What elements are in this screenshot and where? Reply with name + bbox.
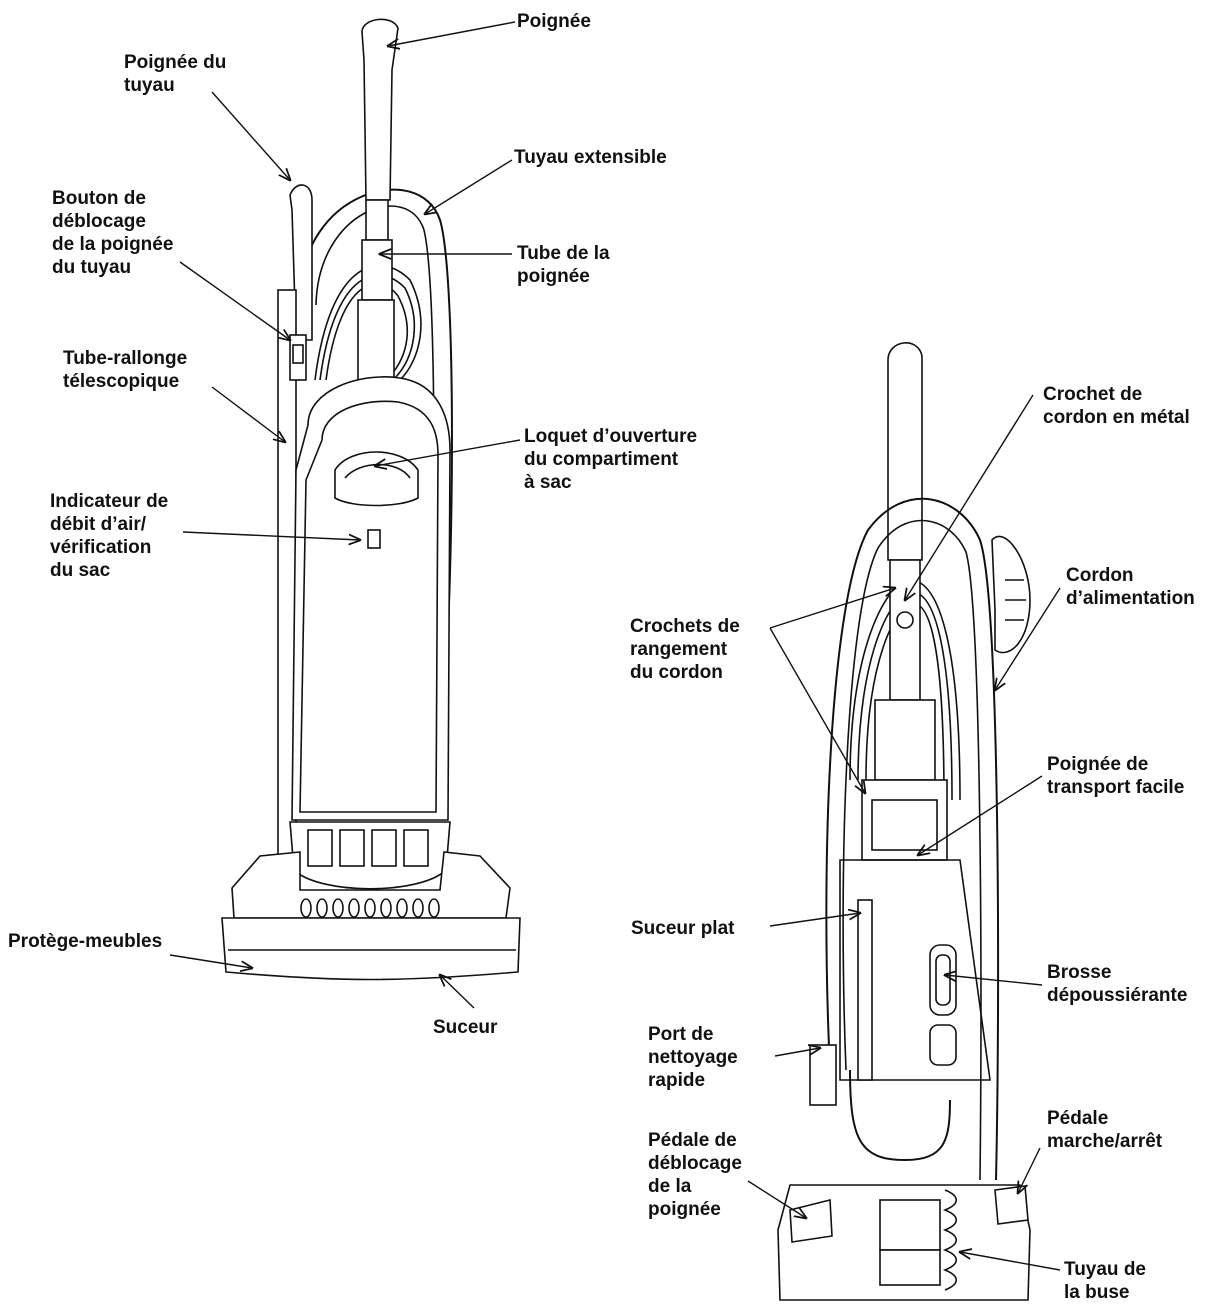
label-line: Suceur	[433, 1017, 498, 1038]
label-suceur-plat: Suceur plat	[631, 917, 734, 940]
label-line: Poignée de	[1047, 754, 1149, 775]
label-line: de la poignée	[52, 234, 174, 255]
label-line: Brosse	[1047, 962, 1112, 983]
label-line: Tube-rallonge	[63, 348, 188, 369]
leader-crochets-rangement-2	[769, 627, 865, 793]
label-protege-meubles: Protège-meubles	[8, 930, 162, 953]
label-line: Port de	[648, 1024, 714, 1045]
label-line: Poignée du	[124, 52, 227, 73]
label-line: Crochets de	[630, 616, 740, 637]
leader-suceur-plat	[769, 913, 860, 927]
label-line: télescopique	[63, 371, 180, 392]
label-line: marche/arrêt	[1047, 1131, 1163, 1152]
label-line: Pédale de	[648, 1130, 737, 1151]
leader-crochets-rangement-1	[769, 588, 895, 629]
leader-pedale-marche	[1018, 1147, 1041, 1193]
leader-tuyau-buse	[960, 1252, 1061, 1271]
label-line: Cordon	[1066, 565, 1134, 586]
label-line: Tube de la	[517, 243, 610, 264]
label-line: Protège-meubles	[8, 931, 163, 952]
label-line: transport facile	[1047, 777, 1185, 798]
label-poignee: Poignée	[517, 10, 591, 33]
label-line: poignée	[648, 1199, 721, 1220]
label-line: Loquet d’ouverture	[524, 426, 698, 447]
leader-lines	[169, 21, 1061, 1271]
label-suceur: Suceur	[433, 1016, 497, 1039]
label-line: du sac	[50, 560, 111, 581]
label-line: du cordon	[630, 662, 723, 683]
vacuum-back-view	[777, 342, 1031, 1301]
leader-protege-meubles	[169, 954, 252, 968]
label-line: la buse	[1064, 1282, 1130, 1303]
label-tuyau-extensible: Tuyau extensible	[514, 146, 667, 169]
label-line: Crochet de	[1043, 384, 1143, 405]
leader-loquet	[375, 439, 521, 466]
label-line: nettoyage	[648, 1047, 738, 1068]
leader-suceur	[440, 975, 475, 1009]
label-line: Indicateur de	[50, 491, 169, 512]
label-line: rapide	[648, 1070, 706, 1091]
leader-poignee-transport	[918, 775, 1043, 855]
label-line: Pédale	[1047, 1108, 1109, 1129]
label-line: d’alimentation	[1066, 588, 1195, 609]
label-line: poignée	[517, 266, 590, 287]
leader-tuyau-extensible	[425, 159, 513, 214]
leader-poignee-tuyau	[211, 91, 290, 180]
label-line: Poignée	[517, 11, 591, 32]
label-line: du compartiment	[524, 449, 679, 470]
label-line: rangement	[630, 639, 728, 660]
label-line: Tuyau extensible	[514, 147, 667, 168]
label-line: dépoussiérante	[1047, 985, 1188, 1006]
label-line: tuyau	[124, 75, 175, 96]
label-line: Bouton de	[52, 188, 146, 209]
leader-brosse	[945, 975, 1043, 986]
label-line: cordon en métal	[1043, 407, 1190, 428]
leader-port-nettoyage	[774, 1048, 820, 1057]
leader-pedale-deblocage	[747, 1180, 806, 1218]
label-line: déblocage	[648, 1153, 742, 1174]
label-line: du tuyau	[52, 257, 132, 278]
leader-poignee	[388, 21, 516, 46]
label-line: Tuyau de	[1064, 1259, 1146, 1280]
leader-crochet-metal	[905, 394, 1034, 600]
label-line: à sac	[524, 472, 572, 493]
label-line: déblocage	[52, 211, 146, 232]
leader-cordon-alim	[995, 587, 1061, 690]
label-line: vérification	[50, 537, 152, 558]
label-line: Suceur plat	[631, 918, 735, 939]
leader-indicateur	[182, 531, 360, 540]
vacuum-front-view	[221, 18, 521, 981]
label-line: de la	[648, 1176, 692, 1197]
leader-tube-rallonge	[211, 386, 285, 442]
leader-bouton-deblocage	[179, 261, 290, 340]
label-line: débit d’air/	[50, 514, 147, 535]
